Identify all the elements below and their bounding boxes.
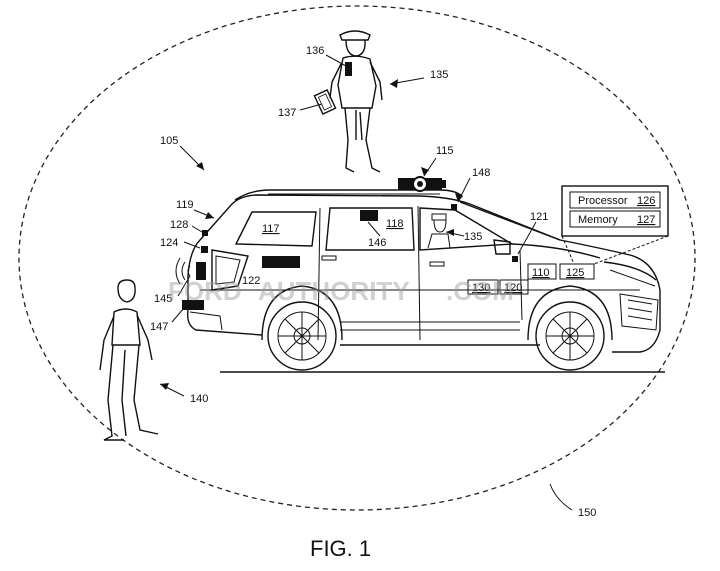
ref-147: 147 — [150, 321, 168, 333]
label-122-redaction — [262, 256, 300, 268]
svg-text:FORD: FORD — [168, 276, 242, 306]
processor-label: Processor — [578, 195, 628, 207]
sensor-121-icon — [512, 256, 518, 262]
svg-text:AUTHORITY: AUTHORITY — [258, 276, 410, 306]
ref-115: 115 — [436, 145, 454, 157]
roof-light-bar-camera-icon — [398, 177, 446, 191]
ref-110: 110 — [532, 267, 550, 279]
ref-150: 150 — [578, 507, 596, 519]
ref-146: 146 — [368, 237, 386, 249]
ref-118: 118 — [386, 218, 404, 230]
ref-135-officer: 135 — [430, 69, 448, 81]
pedestrian-illustration — [100, 280, 158, 440]
processor-ref: 126 — [637, 195, 655, 207]
watermark-logo: FORD AUTHORITY .COM — [168, 276, 514, 306]
sensor-148-icon — [451, 204, 457, 210]
ref-148: 148 — [472, 167, 490, 179]
ref-121: 121 — [530, 211, 548, 223]
memory-ref: 127 — [637, 214, 655, 226]
driver-figure — [428, 214, 450, 248]
interior-camera-icon — [360, 210, 378, 221]
figure-caption: FIG. 1 — [310, 536, 371, 561]
front-wheel — [528, 286, 612, 370]
memory-label: Memory — [578, 214, 618, 226]
officer-on-roof-illustration — [314, 31, 382, 172]
ref-125: 125 — [566, 267, 584, 279]
range-boundary-ellipse — [19, 6, 695, 510]
ref-124: 124 — [160, 237, 178, 249]
rear-sensor-128-icon — [202, 230, 208, 236]
ref-135-driver: 135 — [464, 231, 482, 243]
rear-sensor-124-icon — [201, 246, 208, 253]
ref-105: 105 — [160, 135, 178, 147]
ref-137: 137 — [278, 107, 296, 119]
ref-117: 117 — [262, 223, 280, 235]
svg-text:.COM: .COM — [446, 276, 514, 306]
ref-128: 128 — [170, 219, 188, 231]
ref-140: 140 — [190, 393, 208, 405]
tablet-device-icon — [314, 90, 335, 114]
ref-136: 136 — [306, 45, 324, 57]
ref-119: 119 — [176, 199, 194, 211]
